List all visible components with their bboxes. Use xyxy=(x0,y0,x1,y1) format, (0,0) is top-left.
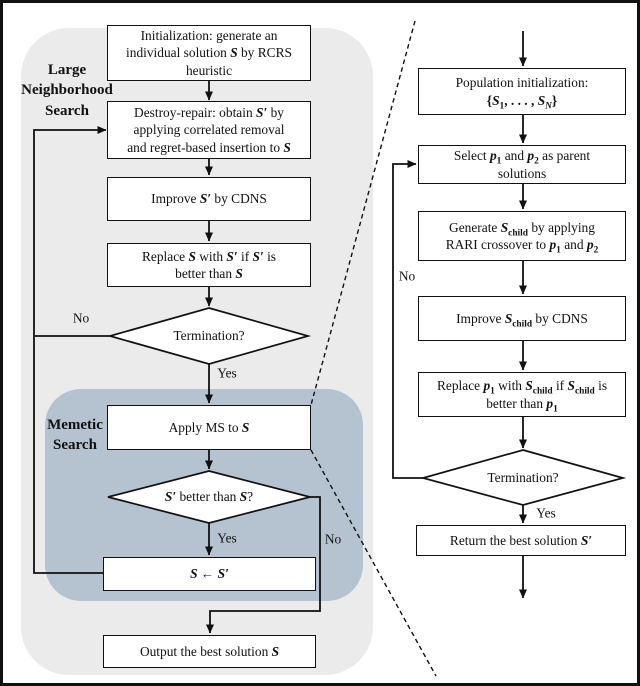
node-apply-ms: Apply MS to S xyxy=(107,405,311,450)
edge-assign-feedback-destroy xyxy=(33,126,107,574)
node-assign-s: S ← S′ xyxy=(103,557,316,591)
zoom-guide-bottom xyxy=(310,449,437,677)
zoom-guide-top xyxy=(310,20,416,406)
termination-diamond-lns xyxy=(106,307,312,365)
edge-label-termination-yes: Yes xyxy=(217,365,237,381)
node-improve-child: Improve Schild by CDNS xyxy=(418,296,626,341)
edge-better-no-output xyxy=(206,496,321,634)
node-output-best: Output the best solution S xyxy=(103,635,316,668)
node-return-best: Return the best solution S′ xyxy=(416,525,626,556)
edge-label-right-yes: Yes xyxy=(536,505,556,521)
termination-diamond-lns-label: Termination? xyxy=(173,328,245,343)
node-improve-cdns: Improve S′ by CDNS xyxy=(107,177,311,221)
edge-label-better-yes: Yes xyxy=(217,530,237,546)
better-diamond-ms xyxy=(107,470,311,524)
edge-label-right-no: No xyxy=(398,268,416,284)
node-population-init: Population initialization:{S1, . . . , S… xyxy=(418,68,626,115)
connector-layer xyxy=(33,20,627,677)
edge-label-termination-no: No xyxy=(72,310,90,326)
edge-label-better-no: No xyxy=(324,531,342,547)
better-diamond-ms-label: S′ better than S? xyxy=(164,489,254,504)
termination-diamond-right xyxy=(419,449,627,506)
edge-termination-no-select xyxy=(392,160,423,479)
termination-diamond-right-label: Termination? xyxy=(487,470,559,485)
